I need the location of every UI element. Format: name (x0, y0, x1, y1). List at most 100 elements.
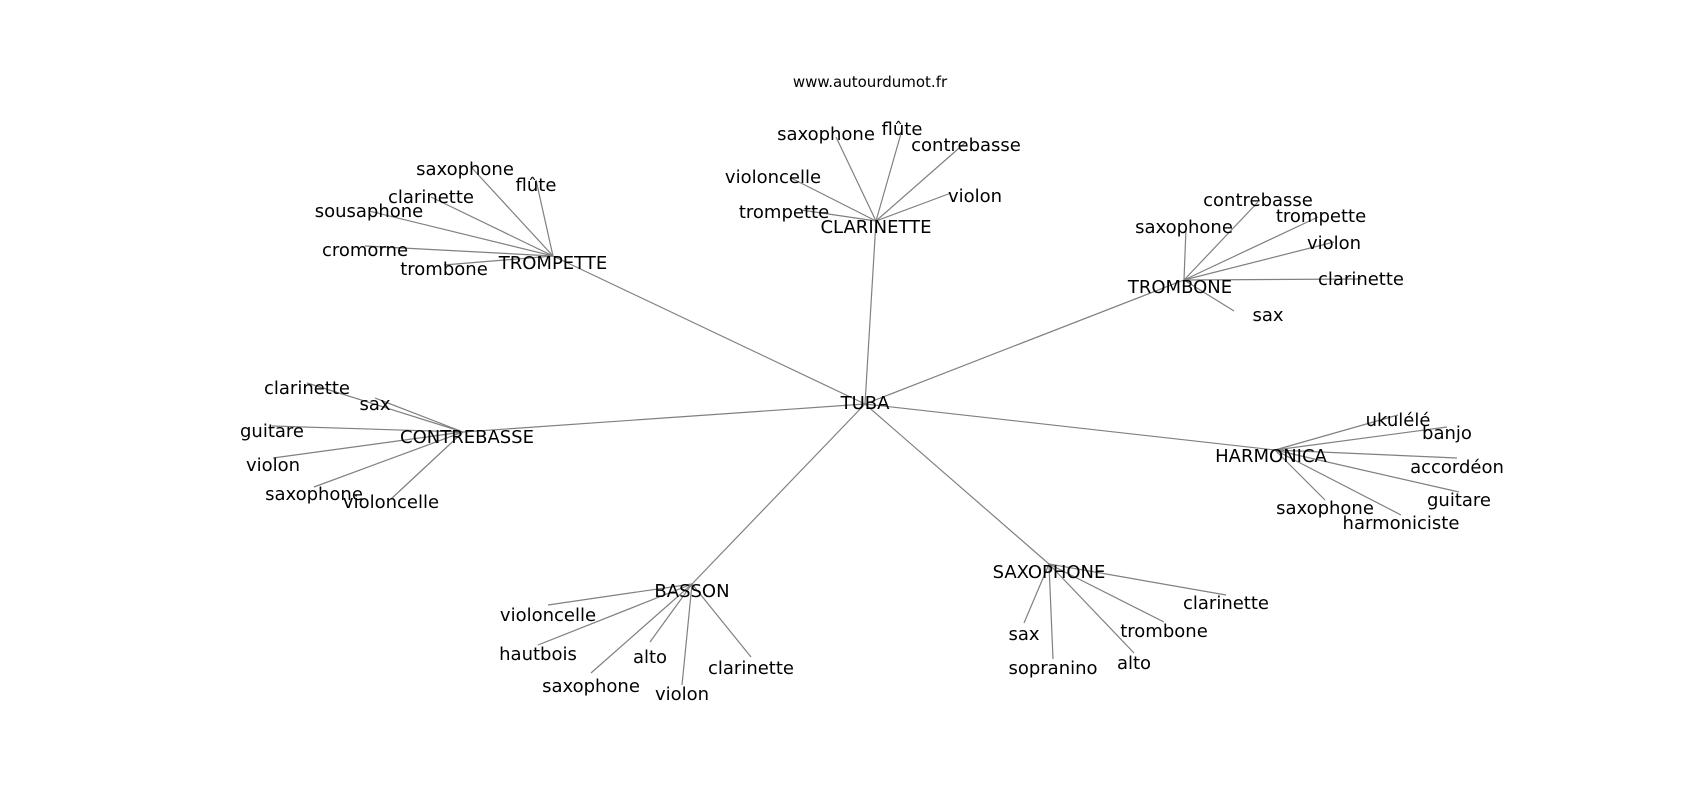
edge-hub-leaf (1183, 278, 1362, 281)
edge-hub-leaf (590, 583, 693, 674)
leaf-node-label: contrebasse (911, 135, 1021, 156)
edge-hub-leaf (430, 196, 554, 257)
edge-hub-leaf (1183, 216, 1319, 281)
edge-center-hub (864, 279, 1185, 405)
edge-center-hub (864, 220, 877, 405)
edge-hub-leaf (471, 167, 554, 257)
leaf-node-label: ukulélé (1366, 410, 1431, 431)
edge-hub-leaf (1183, 201, 1259, 281)
edge-hub-leaf (875, 192, 952, 222)
leaf-node-label: alto (633, 647, 667, 668)
edge-hub-leaf (535, 179, 554, 257)
leaf-node-label: violon (1307, 233, 1361, 254)
edge-hub-leaf (691, 583, 752, 658)
edge-hub-leaf (1274, 414, 1399, 451)
leaf-node-label: clarinette (388, 187, 474, 208)
leaf-node-label: alto (1117, 653, 1151, 674)
hub-node-label: TROMPETTE (498, 253, 607, 274)
edge-center-hub (552, 255, 866, 405)
leaf-node-label: guitare (1427, 490, 1491, 511)
leaf-node-label: saxophone (777, 124, 875, 145)
leaf-node-label: harmoniciste (1343, 513, 1460, 534)
edge-hub-leaf (306, 382, 464, 433)
edge-hub-leaf (1274, 449, 1458, 459)
edge-hub-leaf (443, 255, 554, 266)
hub-node-label: SAXOPHONE (993, 562, 1106, 583)
edge-hub-leaf (1048, 563, 1165, 623)
edge-hub-leaf (1183, 279, 1235, 312)
leaf-node-label: saxophone (1135, 217, 1233, 238)
edges-layer (271, 129, 1460, 686)
leaf-node-label: cromorne (322, 240, 408, 261)
leaf-node-label: trompette (1276, 206, 1366, 227)
hub-node-label: TROMBONE (1127, 277, 1232, 298)
leaf-node-label: violon (948, 186, 1002, 207)
source-watermark: www.autourdumot.fr (793, 73, 948, 91)
leaf-node-label: violoncelle (725, 167, 821, 188)
leaf-node-label: violoncelle (500, 605, 596, 626)
edge-hub-leaf (390, 431, 464, 500)
leaf-node-label: saxophone (1276, 498, 1374, 519)
edge-hub-leaf (649, 583, 693, 643)
leaf-node-label: contrebasse (1203, 190, 1313, 211)
edge-hub-leaf (374, 397, 464, 433)
edge-center-hub (691, 403, 866, 585)
edge-hub-leaf (681, 583, 693, 686)
leaf-node-label: clarinette (1318, 269, 1404, 290)
leaf-node-label: clarinette (708, 658, 794, 679)
edge-hub-leaf (1274, 449, 1460, 493)
hub-node-label: CONTREBASSE (400, 427, 534, 448)
edge-hub-leaf (1048, 563, 1227, 596)
edge-hub-leaf (1274, 449, 1326, 501)
hub-node-label: CLARINETTE (820, 217, 931, 238)
leaf-node-label: clarinette (264, 378, 350, 399)
leaf-node-label: sopranino (1008, 658, 1097, 679)
leaf-node-label: violon (655, 684, 709, 705)
edge-center-hub (864, 403, 1050, 565)
edge-hub-leaf (1048, 563, 1054, 660)
leaf-node-label: sax (359, 394, 390, 415)
leaf-node-label: trombone (400, 259, 488, 280)
edge-hub-leaf (1023, 563, 1050, 624)
leaf-node-label: sax (1008, 624, 1039, 645)
leaf-node-label: flûte (516, 175, 557, 196)
edge-hub-leaf (1183, 227, 1187, 281)
center-node-label: TUBA (840, 393, 891, 414)
leaf-node-label: sousaphone (315, 201, 424, 222)
edge-hub-leaf (364, 245, 554, 257)
leaf-node-label: saxophone (265, 484, 363, 505)
edge-hub-leaf (800, 209, 877, 222)
edge-hub-leaf (537, 583, 693, 646)
leaf-node-label: accordéon (1410, 457, 1504, 478)
leaf-node-label: flûte (882, 119, 923, 140)
edge-hub-leaf (1183, 241, 1335, 281)
leaf-node-label: trombone (1120, 621, 1208, 642)
edge-hub-leaf (271, 425, 464, 433)
edge-hub-leaf (1048, 563, 1135, 654)
edge-hub-leaf (790, 177, 877, 222)
edge-hub-leaf (547, 583, 693, 606)
edge-center-hub (462, 403, 866, 433)
edge-hub-leaf (1274, 426, 1448, 451)
leaf-node-label: sax (1252, 305, 1283, 326)
leaf-node-label: violon (246, 455, 300, 476)
leaf-node-label: guitare (240, 421, 304, 442)
hub-node-label: HARMONICA (1215, 446, 1327, 467)
edge-hub-leaf (272, 431, 464, 459)
leaf-node-label: hautbois (499, 644, 577, 665)
leaf-node-label: saxophone (416, 159, 514, 180)
leaf-node-label: saxophone (542, 676, 640, 697)
leaf-node-label: banjo (1422, 423, 1472, 444)
edge-hub-leaf (368, 210, 554, 257)
edge-center-hub (864, 403, 1276, 451)
hub-node-label: BASSON (654, 581, 729, 602)
leaf-node-label: trompette (739, 202, 829, 223)
edge-hub-leaf (835, 136, 877, 222)
leaf-node-label: violoncelle (343, 492, 439, 513)
leaf-node-label: clarinette (1183, 593, 1269, 614)
edge-hub-leaf (875, 129, 903, 222)
edge-hub-leaf (1274, 449, 1402, 516)
edge-hub-leaf (875, 141, 967, 222)
